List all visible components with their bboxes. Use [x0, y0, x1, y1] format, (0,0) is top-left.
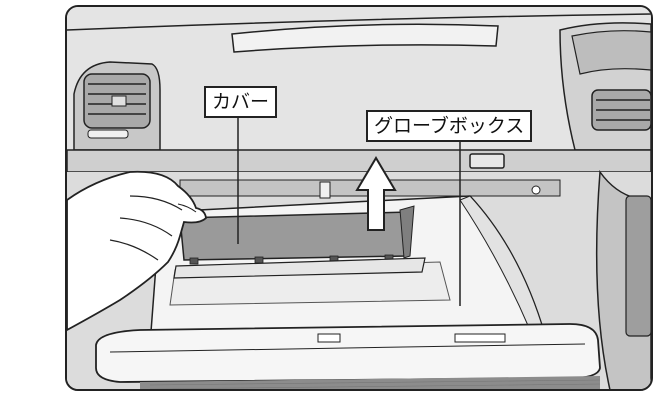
hand-finger-line [109, 239, 159, 261]
dash-clip [319, 181, 331, 199]
trim-band [67, 149, 651, 173]
cover-label: カバー [204, 86, 278, 118]
floor-shadow [140, 376, 600, 389]
latch-handle [469, 153, 505, 169]
up-arrow-icon [355, 156, 397, 231]
console-panel [625, 195, 651, 337]
cover-panel-lip [399, 205, 415, 259]
cover-tab [189, 257, 199, 265]
cover-ledge [173, 257, 426, 279]
door-latch [317, 333, 341, 343]
cover-tab [254, 256, 264, 264]
defroster-vent [231, 23, 499, 53]
left-vent-control [87, 129, 129, 139]
dash-screw [531, 185, 541, 195]
left-vent-knob [111, 95, 127, 107]
hand-finger-line [129, 195, 183, 211]
glove-box-label: グローブボックス [366, 110, 533, 142]
hand-thumb-line [177, 203, 197, 213]
door-edge-line [109, 343, 586, 353]
door-handle-recess [454, 333, 506, 343]
console-trim [571, 30, 651, 75]
glove-box-door [95, 323, 601, 383]
windshield-edge [67, 13, 651, 31]
hand-illustration [67, 170, 207, 332]
hand-finger-line [119, 217, 173, 237]
